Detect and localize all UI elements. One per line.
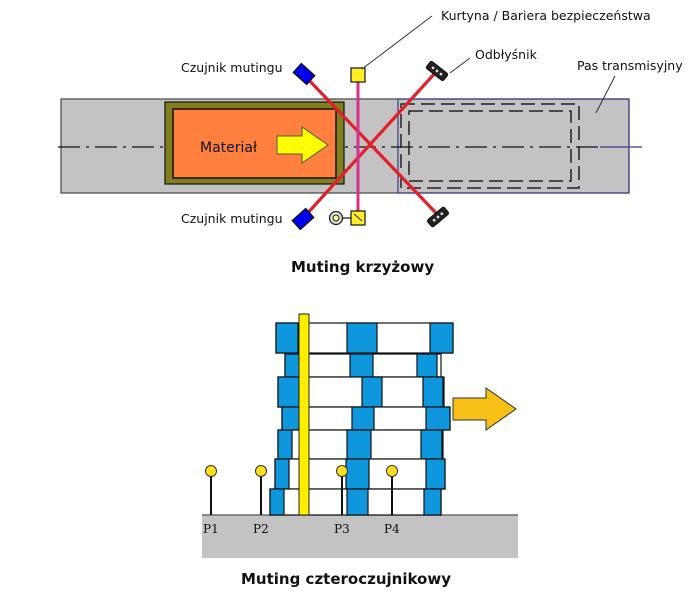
- reflector-top-icon: [425, 60, 449, 82]
- stack-block: [281, 406, 300, 431]
- sensor-head-icon: [336, 465, 348, 477]
- ghost-material-outer: [400, 103, 580, 189]
- curtain-leader: [361, 15, 433, 70]
- stack-block: [345, 458, 370, 490]
- stack-block: [429, 322, 454, 354]
- reflector-label: Odbłyśnik: [475, 47, 538, 62]
- cross-muting-diagram: Materiał Cz: [58, 8, 683, 276]
- stack-block: [277, 429, 293, 460]
- stack-block: [361, 376, 383, 408]
- muting-sensor-bottom-icon: [291, 207, 315, 231]
- stack-block: [346, 488, 369, 516]
- stack-block: [346, 429, 372, 460]
- sensor-head-icon: [255, 465, 267, 477]
- stack-block: [274, 458, 290, 490]
- sensor-head-icon: [205, 465, 217, 477]
- sensor-top-label: Czujnik mutingu: [181, 60, 283, 75]
- stack-block: [423, 488, 442, 516]
- stack-block: [425, 406, 451, 431]
- four-sensor-muting-diagram: P1 P2 P3 P4 Muting czteroczujnikowy: [202, 313, 518, 588]
- curtain-emitter: [350, 67, 366, 83]
- stack-block: [425, 458, 446, 490]
- stack-block: [420, 429, 443, 460]
- conveyor-label: Pas transmisyjny: [577, 58, 683, 73]
- reflector-leader: [449, 57, 471, 74]
- muting-sensor-top-icon: [292, 62, 316, 86]
- sensor-label-p1: P1: [203, 522, 219, 536]
- stack-block: [269, 488, 285, 516]
- sensor-label-p3: P3: [334, 522, 350, 536]
- four-sensor-muting-title: Muting czteroczujnikowy: [241, 570, 451, 588]
- stack-block: [349, 353, 374, 378]
- stack-block: [284, 353, 300, 378]
- pallet-stack: [269, 322, 454, 516]
- material-label: Materiał: [200, 140, 257, 156]
- stack-block: [277, 376, 300, 408]
- sensor-head-icon: [386, 465, 398, 477]
- stack-block: [416, 353, 438, 378]
- stack-direction-arrow: [452, 387, 517, 431]
- ghost-material-inner: [408, 110, 572, 182]
- direction-arrow: [276, 126, 329, 164]
- muting-sensors: P1 P2 P3 P4: [203, 465, 400, 536]
- stack-block: [422, 376, 444, 408]
- conveyor-belt: [60, 98, 630, 194]
- curtain-label: Kurtyna / Bariera bezpieczeństwa: [441, 8, 651, 23]
- stack-block: [346, 322, 378, 354]
- stack-block: [275, 322, 299, 354]
- sensor-label-p4: P4: [384, 522, 400, 536]
- indicator-lamp-center: [332, 214, 340, 222]
- safety-curtain-bar: [298, 313, 310, 516]
- floor: [202, 515, 518, 558]
- curtain-receiver-mark: [353, 213, 363, 222]
- stack-block: [351, 406, 375, 431]
- conveyor-belt-right-outline: [397, 98, 630, 194]
- reflector-bottom-icon: [426, 206, 450, 228]
- sensor-label-p2: P2: [253, 522, 269, 536]
- muting-beam-2: [303, 70, 438, 218]
- sensor-bottom-label: Czujnik mutingu: [181, 211, 283, 226]
- conveyor-leader: [595, 75, 616, 114]
- cross-muting-title: Muting krzyżowy: [291, 258, 434, 276]
